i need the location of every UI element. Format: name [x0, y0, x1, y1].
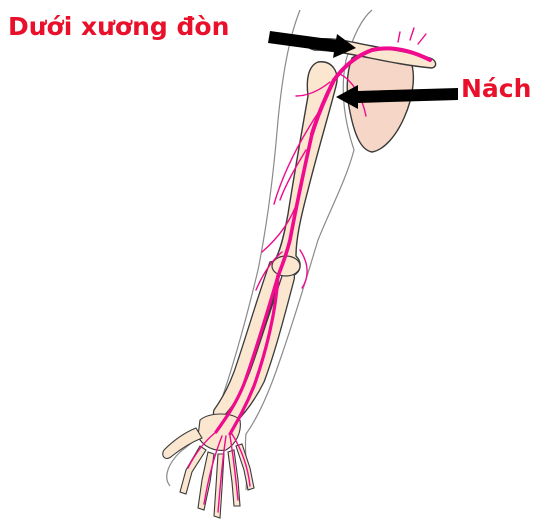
axillary-artery-label: Nách: [461, 76, 531, 101]
subclavian-arrow: [268, 31, 356, 58]
arm-skin-outline: [167, 10, 372, 490]
subclavian-artery-label: Dưới xương đòn: [8, 14, 229, 39]
hand-bones: [163, 414, 254, 518]
